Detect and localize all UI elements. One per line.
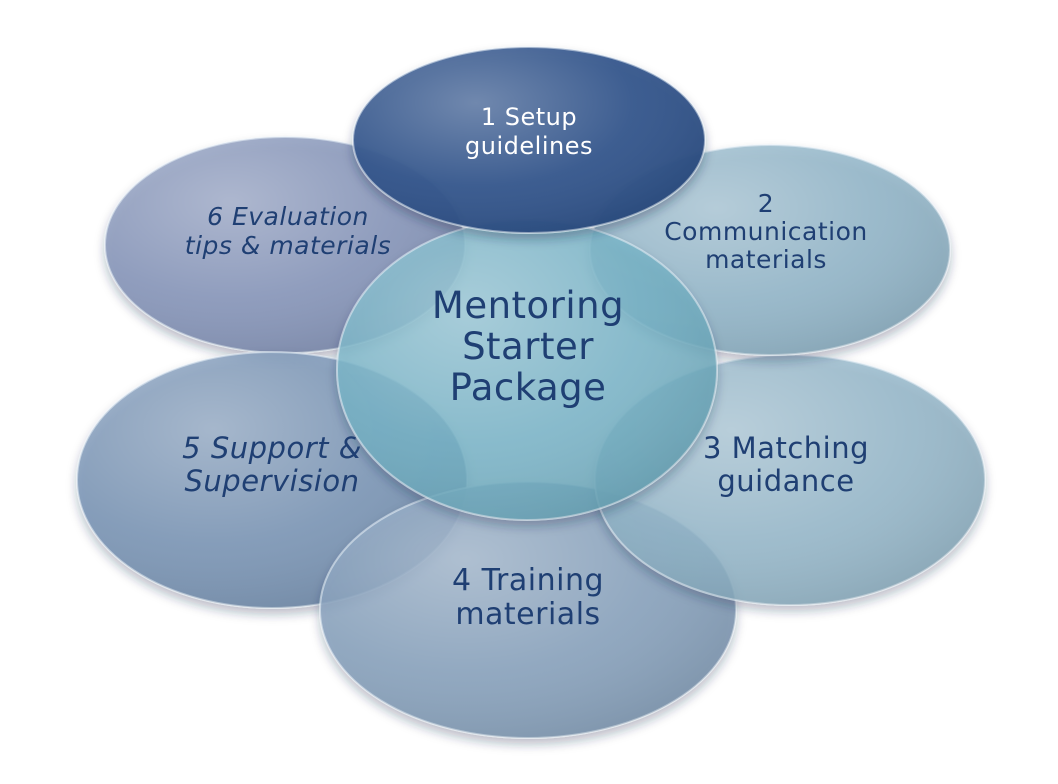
petal-training-label-line: 4 Training <box>452 563 604 598</box>
petal-setup-label-line: guidelines <box>465 132 593 160</box>
center-hub-label-line: Mentoring <box>432 284 624 327</box>
petal-communication-label-line: Communication <box>664 217 868 246</box>
petal-matching-label-line: guidance <box>717 464 854 498</box>
center-hub-gloss <box>337 220 717 520</box>
center-hub <box>336 219 718 521</box>
center-hub-label-line: Package <box>450 366 607 409</box>
petal-support-label: 5 Support &Supervision <box>182 431 362 498</box>
petal-communication-label-line: materials <box>705 245 827 274</box>
petal-setup-label-line: 1 Setup <box>481 103 577 131</box>
petal-setup <box>352 46 706 234</box>
petal-matching-label-line: 3 Matching <box>703 431 869 465</box>
center-hub-label-line: Starter <box>462 325 594 368</box>
petal-evaluation-label-line: 6 Evaluation <box>207 202 369 231</box>
petal-training-label-line: materials <box>455 597 600 632</box>
petal-support-label-line: 5 Support & <box>182 431 362 465</box>
petal-setup-gloss <box>353 47 705 233</box>
petal-support-label-line: Supervision <box>185 464 360 498</box>
petal-evaluation-label-line: tips & materials <box>185 231 391 260</box>
petal-communication-label-line: 2 <box>758 189 774 218</box>
